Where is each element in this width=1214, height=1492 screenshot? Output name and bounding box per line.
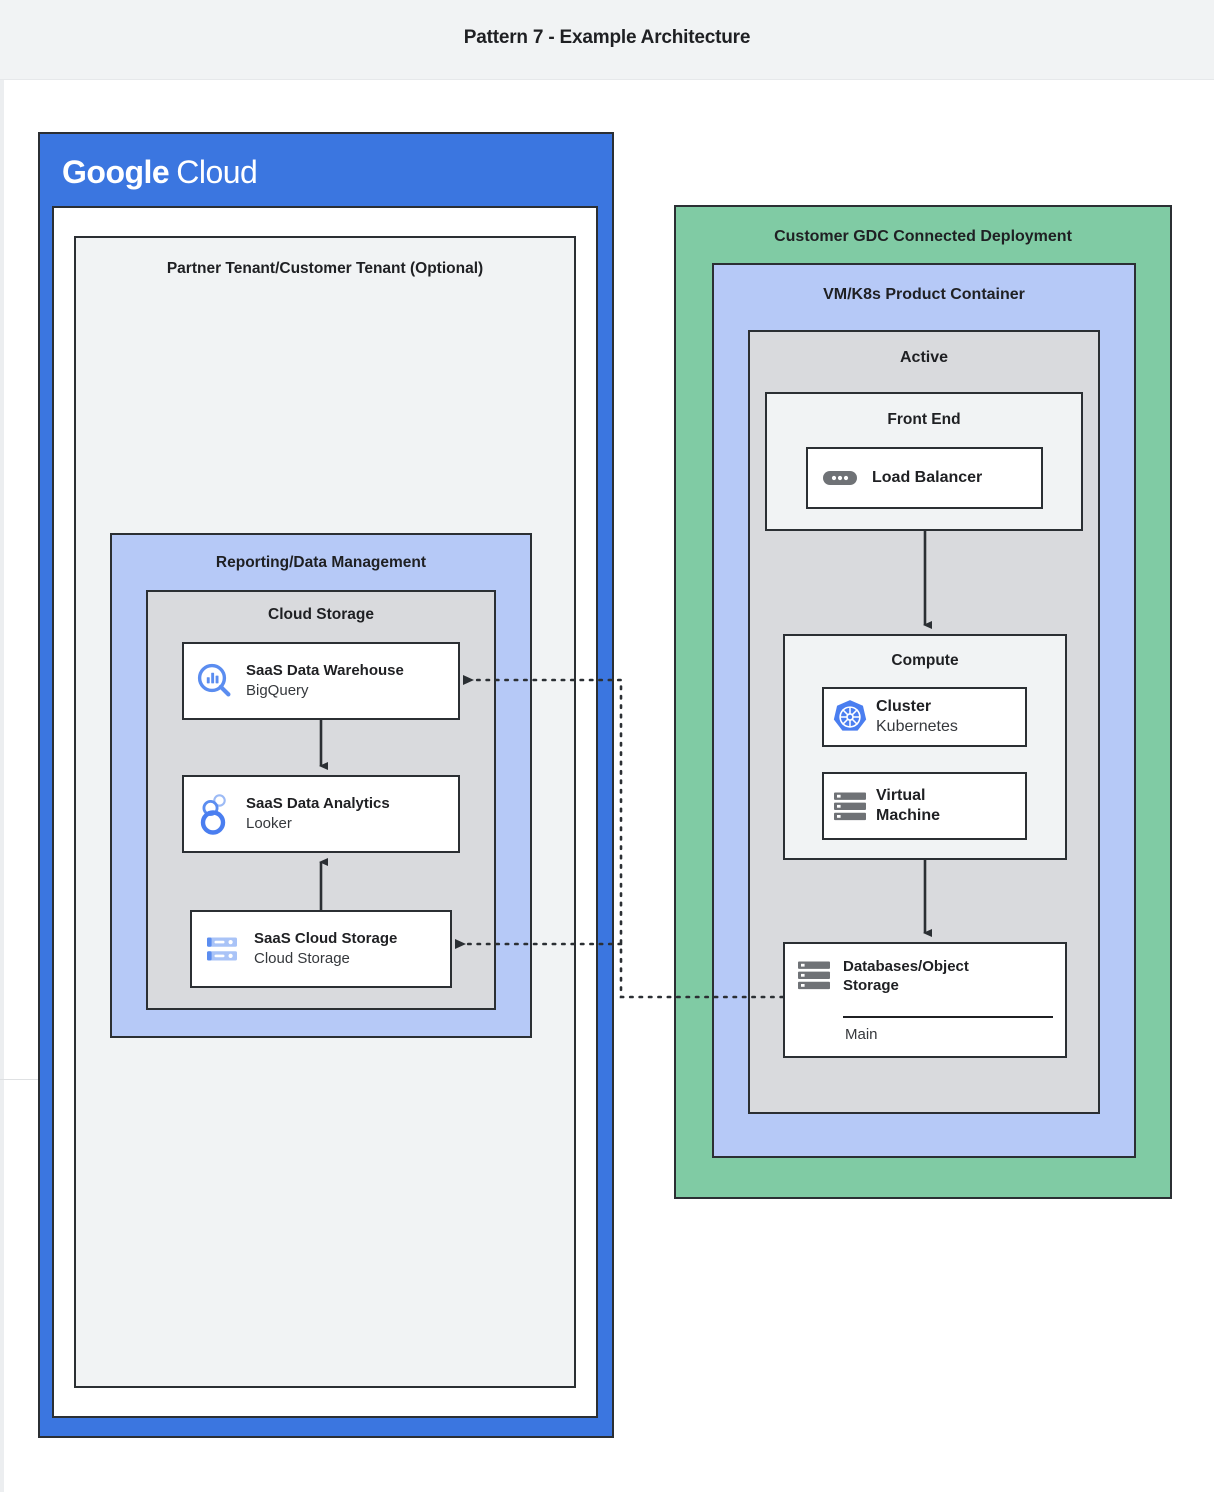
kubernetes-icon (824, 687, 876, 747)
logo-cloud-text: Cloud (176, 154, 258, 190)
left-gutter (0, 80, 4, 1492)
node-title-line2: Storage (843, 976, 899, 994)
node-virtual-machine[interactable]: Virtual Machine (822, 772, 1027, 840)
vm-k8s-title: VM/K8s Product Container (823, 286, 1025, 303)
node-text: Load Balancer (872, 468, 982, 488)
front-end-title: Front End (887, 411, 961, 428)
virtual-machine-icon (824, 772, 876, 840)
node-title: Cluster (876, 697, 932, 715)
cloud-storage-icon (192, 910, 254, 988)
node-title-line2: Machine (876, 807, 941, 824)
node-text: SaaS Data Analytics Looker (246, 795, 390, 833)
node-subtitle: Looker (246, 814, 292, 832)
node-text: Virtual Machine (876, 786, 940, 826)
header-bar (0, 0, 1214, 80)
customer-gdc-title: Customer GDC Connected Deployment (774, 228, 1072, 245)
node-title: SaaS Cloud Storage (254, 929, 398, 947)
compute-title: Compute (891, 652, 959, 669)
database-subtitle: Main (845, 1026, 878, 1043)
node-cluster-kubernetes[interactable]: Cluster Kubernetes (822, 687, 1027, 747)
node-subtitle: Cloud Storage (254, 949, 350, 967)
node-title: Databases/Object (843, 958, 969, 975)
node-title: Virtual (876, 787, 926, 804)
partner-tenant-title: Partner Tenant/Customer Tenant (Optional… (166, 260, 484, 277)
bigquery-icon (184, 642, 246, 720)
node-title: SaaS Data Warehouse (246, 661, 404, 679)
load-balancer-icon (808, 447, 872, 509)
node-saas-cloud-storage[interactable]: SaaS Cloud Storage Cloud Storage (190, 910, 452, 988)
node-title: SaaS Data Analytics (246, 794, 390, 812)
page-title: Pattern 7 - Example Architecture (463, 27, 751, 48)
reporting-title: Reporting/Data Management (215, 554, 427, 571)
database-divider (843, 1016, 1053, 1018)
database-icon (785, 944, 843, 1016)
node-saas-data-warehouse[interactable]: SaaS Data Warehouse BigQuery (182, 642, 460, 720)
node-subtitle: Kubernetes (876, 717, 958, 735)
node-load-balancer[interactable]: Load Balancer (806, 447, 1043, 509)
node-subtitle: BigQuery (246, 681, 309, 699)
active-title: Active (899, 349, 949, 366)
node-text: Cluster Kubernetes (876, 697, 958, 738)
node-title: Load Balancer (872, 469, 983, 486)
logo-google-text: Google (62, 154, 170, 190)
canvas-rule (0, 1079, 60, 1080)
node-text: Databases/Object Storage (843, 944, 969, 996)
node-text: SaaS Data Warehouse BigQuery (246, 662, 404, 700)
cloud-storage-group-title: Cloud Storage (268, 606, 374, 623)
node-databases-object-storage[interactable]: Databases/Object Storage Main (783, 942, 1067, 1058)
looker-icon (184, 775, 246, 853)
node-text: SaaS Cloud Storage Cloud Storage (254, 930, 397, 968)
node-saas-data-analytics[interactable]: SaaS Data Analytics Looker (182, 775, 460, 853)
